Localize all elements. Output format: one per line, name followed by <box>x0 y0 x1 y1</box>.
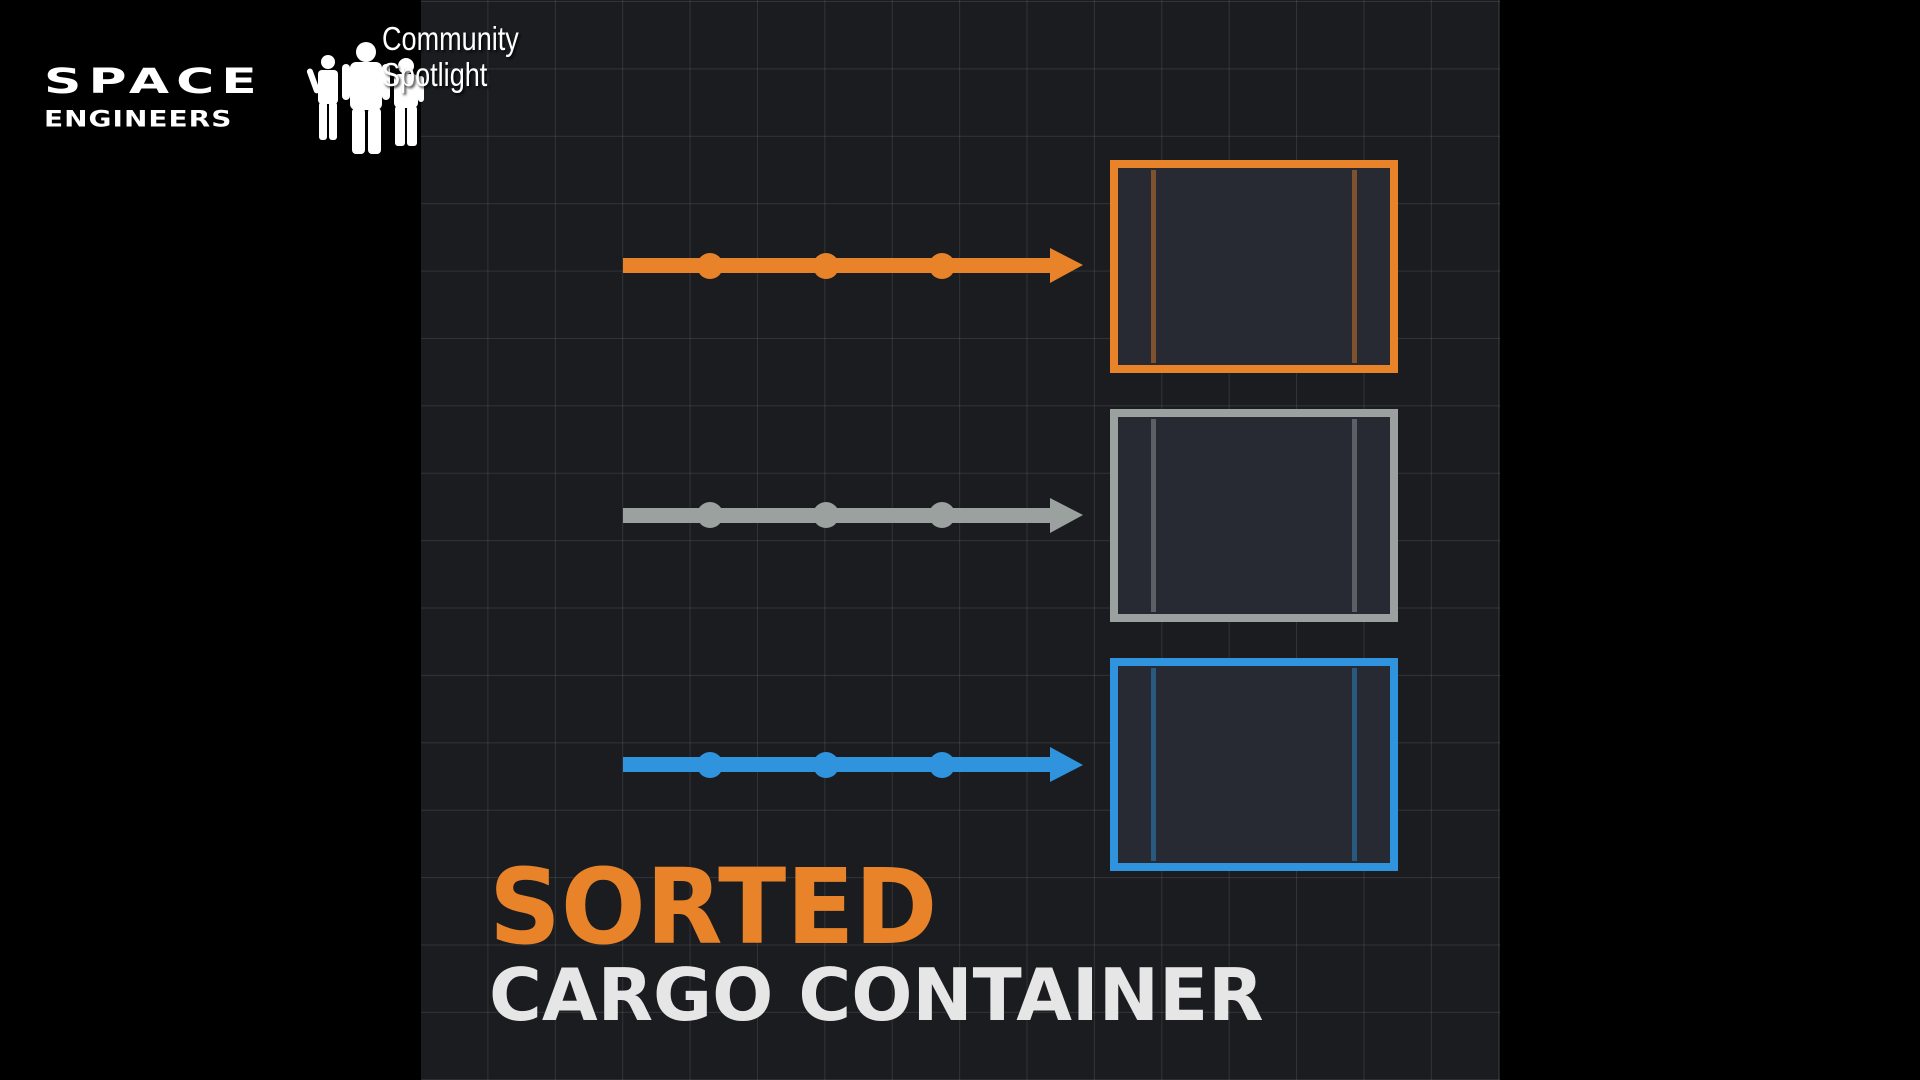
arrow-right-icon <box>1050 248 1083 283</box>
community-spotlight-label-line1: Community <box>382 20 519 57</box>
blue-flow-dot <box>813 752 839 778</box>
blue-container-icon <box>1110 658 1398 871</box>
orange-flow-dot <box>697 253 723 279</box>
arrow-right-icon <box>1050 498 1083 533</box>
gray-flow-dot <box>929 502 955 528</box>
orange-flow-dot <box>813 253 839 279</box>
title-main: SORTED <box>489 846 938 968</box>
logo-wordmark-space: SPACE <box>44 62 264 102</box>
blue-flow-dot <box>697 752 723 778</box>
blue-flow <box>623 747 1083 782</box>
blue-flow-dot <box>929 752 955 778</box>
orange-container-icon <box>1110 160 1398 373</box>
gray-flow-dot <box>813 502 839 528</box>
gray-container-icon <box>1110 409 1398 622</box>
space-engineers-logo: SPACE ENGINEERS <box>44 40 584 160</box>
orange-flow <box>623 248 1083 283</box>
logo-wordmark-engineers: ENGINEERS <box>44 106 233 132</box>
arrow-right-icon <box>1050 747 1083 782</box>
gray-flow-dot <box>697 502 723 528</box>
orange-flow-dot <box>929 253 955 279</box>
community-spotlight-label-line2: Spotlight <box>382 56 488 93</box>
gray-flow <box>623 498 1083 533</box>
title-subtitle: CARGO CONTAINER <box>489 953 1264 1037</box>
astronaut-silhouettes-icon <box>306 42 424 154</box>
